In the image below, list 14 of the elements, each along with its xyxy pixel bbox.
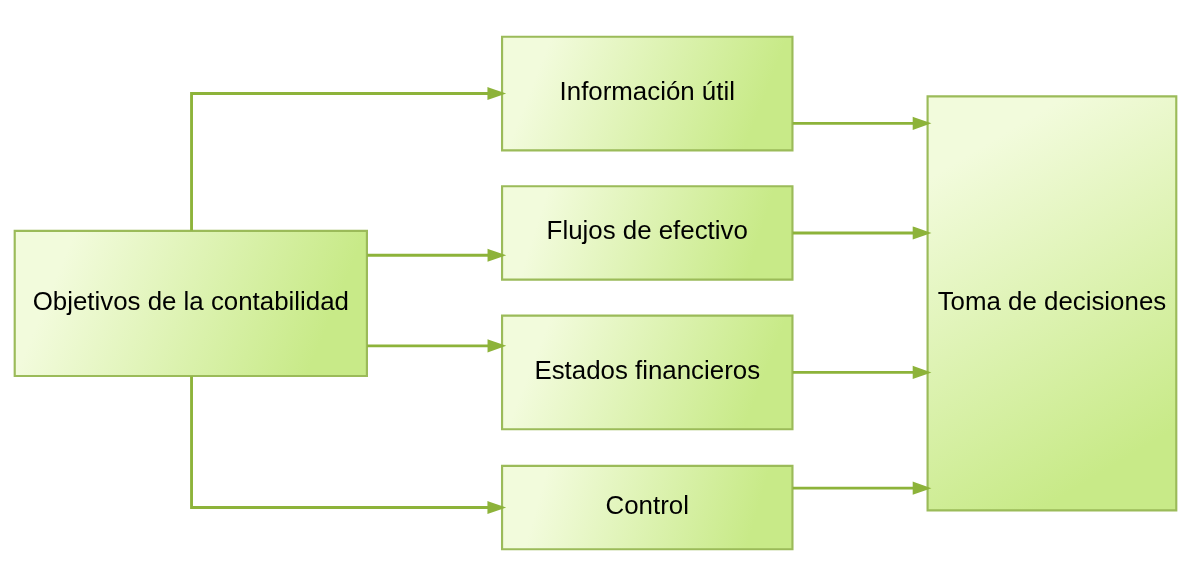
- arrow: [792, 365, 932, 379]
- arrow: [792, 481, 932, 495]
- arrow: [792, 116, 932, 130]
- arrow: [367, 248, 507, 262]
- arrow: [367, 339, 507, 353]
- node-box: Información útil: [501, 35, 794, 152]
- node-box: Control: [501, 464, 794, 551]
- arrow: [190, 87, 507, 231]
- node-box: Flujos de efectivo: [501, 185, 794, 281]
- node-box: Objetivos de la contabilidad: [13, 229, 368, 378]
- node-box: Toma de decisiones: [926, 95, 1178, 512]
- arrow: [190, 376, 507, 515]
- node-box: Estados financieros: [501, 314, 794, 431]
- arrow: [792, 226, 932, 240]
